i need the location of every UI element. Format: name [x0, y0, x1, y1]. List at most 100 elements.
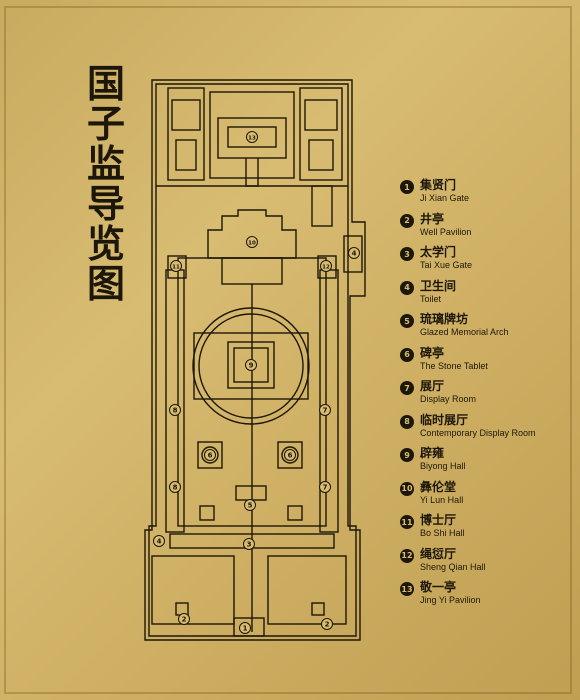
marker-number: 8 [173, 407, 178, 415]
marker-number: 2 [325, 621, 330, 629]
map-marker: 10 [246, 236, 258, 248]
marker-number: 4 [352, 250, 357, 258]
title-char: 览 [86, 222, 125, 266]
map-title: 国 子 监 导 览 图 [84, 64, 128, 304]
legend-number-badge: 5 [400, 314, 414, 328]
courtyard-side-block [287, 505, 303, 521]
map-marker: 12 [320, 260, 332, 272]
legend-label-en: Biyong Hall [420, 461, 466, 471]
marker-number: 6 [288, 452, 293, 460]
map-marker: 11 [170, 260, 182, 272]
legend-label-zh: 集贤门 [420, 178, 457, 192]
biyong-pool-inner [198, 313, 304, 419]
biyong-pool [192, 307, 310, 425]
legend-label-en: Well Pavilion [420, 226, 472, 237]
marker-number: 5 [248, 502, 253, 510]
legend-label-zh: 辟雍 [420, 446, 445, 460]
legend-label-zh: 敬一亭 [420, 580, 457, 594]
legend-number-badge: 9 [400, 448, 414, 462]
marker-circle [246, 131, 258, 143]
map-marker: 7 [319, 481, 331, 493]
marker-circle [244, 499, 256, 511]
sheng-qian-hall [317, 255, 337, 279]
marker-number: 6 [208, 452, 213, 460]
legend-label-zh: 太学门 [420, 245, 457, 259]
legend-number-badge: 2 [400, 213, 414, 228]
marker-circle [246, 236, 258, 248]
legend-number-badge: 10 [400, 481, 414, 496]
title-char: 国 [86, 62, 125, 106]
well-pavilion-east [311, 602, 325, 616]
legend-number-badge: 1 [400, 180, 414, 194]
marker-circle [178, 613, 190, 625]
legend-label-zh: 琉璃牌坊 [420, 312, 469, 326]
legend-label-zh: 绳愆厅 [420, 546, 457, 561]
east-tablet-pavilion [277, 441, 303, 469]
legend-label-zh: 彝伦堂 [420, 479, 457, 494]
east-tablet-rotunda [281, 446, 299, 464]
map-marker: 13 [246, 131, 258, 143]
west-tablet-rotunda [201, 446, 219, 464]
outer-wall [144, 79, 366, 641]
marker-number: 11 [172, 265, 180, 271]
marker-number: 7 [323, 407, 328, 415]
title-char: 监 [86, 142, 125, 186]
map-marker: 2 [321, 618, 333, 630]
map-marker: 4 [153, 535, 165, 547]
map-marker: 4 [348, 247, 360, 259]
marker-circle [321, 618, 333, 630]
legend-label-zh: 卫生间 [420, 278, 457, 293]
ji-xian-gate-building [233, 617, 265, 637]
bo-shi-hall [167, 255, 187, 279]
inner-wall [148, 83, 357, 637]
map-marker: 3 [243, 538, 255, 550]
marker-circle [245, 359, 257, 371]
legend-label-zh: 博士厅 [420, 513, 457, 527]
map-marker: 1 [239, 622, 251, 634]
courtyard-side-block [199, 505, 215, 521]
title-char: 子 [86, 102, 125, 146]
legend-number-badge: 4 [400, 280, 414, 295]
marker-number: 7 [323, 484, 328, 492]
legend-label-en: Yi Lun Hall [420, 494, 464, 505]
legend-label-en: The Stone Tablet [420, 360, 488, 371]
map-marker: 8 [169, 481, 181, 493]
legend-label-en: Toilet [420, 293, 442, 304]
south-east-court [267, 555, 347, 625]
legend-label-en: Ji Xian Gate [420, 193, 470, 203]
marker-circle [284, 449, 296, 461]
toilet-building [343, 235, 363, 273]
legend-label-en: Contemporary Display Room [420, 427, 536, 438]
legend-label-zh: 展厅 [420, 379, 445, 393]
legend-number-badge: 12 [400, 548, 414, 563]
marker-circle [153, 535, 165, 547]
legend-label-en: Display Room [420, 394, 477, 404]
marker-circle [169, 404, 181, 416]
yi-lun-hall [207, 209, 297, 259]
north-east-block [299, 87, 343, 181]
map-marker: 8 [169, 404, 181, 416]
north-west-room [171, 99, 201, 131]
legend-number-badge: 11 [400, 515, 414, 529]
north-west-room [175, 139, 197, 171]
map-marker: 7 [319, 404, 331, 416]
marker-number: 12 [322, 265, 330, 271]
